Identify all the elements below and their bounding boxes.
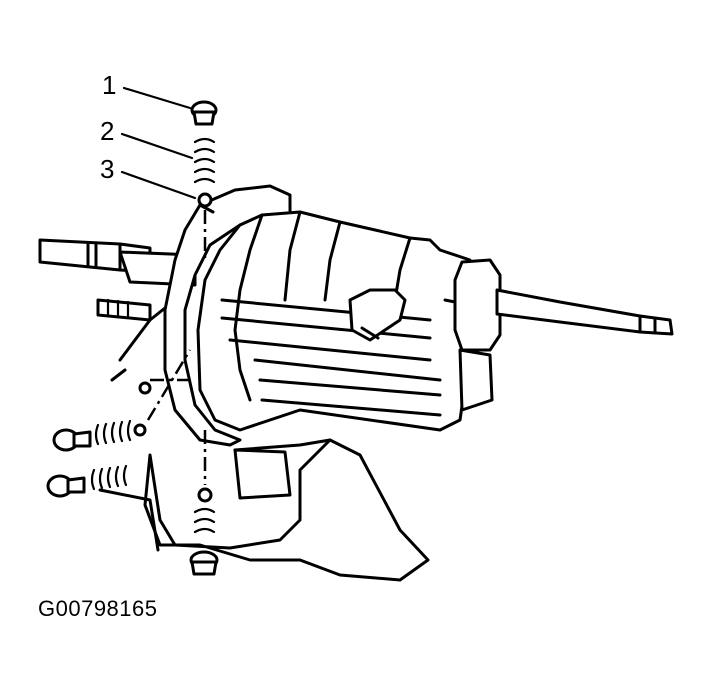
callout-2: 2 [100,116,115,146]
detent-plug-top [190,100,218,126]
leader-line-2 [120,132,194,160]
leader-line-1 [122,86,192,110]
detent-spring-bottom [193,507,216,534]
detent-ball-top [197,192,213,208]
callout-1: 1 [102,70,117,100]
output-housing [453,258,674,352]
detent-plug-bottom [189,550,219,576]
leader-line-3 [120,170,197,200]
detent-plug-left-upper [52,428,92,452]
detent-spring-left-upper [94,419,132,446]
shift-rail-left [96,298,152,322]
detent-ball-bottom [197,487,213,503]
figure-id: G00798165 [38,596,158,621]
detent-plug-left-lower [46,474,86,498]
transmission-case-lower [98,298,430,582]
callout-3: 3 [100,154,115,184]
centerline-left-upper [146,349,192,421]
transmission-housing [196,210,494,432]
detent-spring-top [193,137,216,184]
detent-ball-left-upper [133,423,147,437]
detent-spring-left-lower [90,464,128,491]
detent-ball-left-lower [138,381,152,395]
